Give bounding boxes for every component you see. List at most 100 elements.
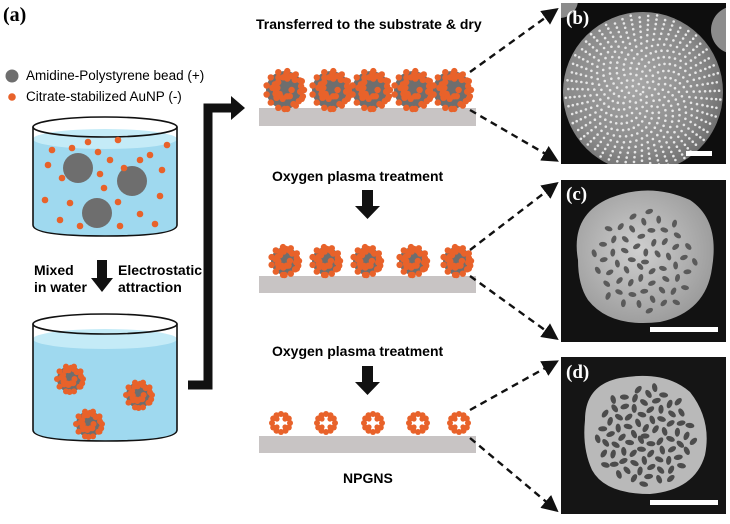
gold-nanoparticle <box>458 76 465 84</box>
gold-nanoparticle <box>404 252 412 259</box>
gold-nanoparticle <box>366 416 372 422</box>
gold-nanoparticle <box>314 420 320 426</box>
gold-nanoparticle <box>136 156 144 164</box>
gold-nanoparticle <box>99 421 105 427</box>
gold-nanoparticle <box>96 413 103 420</box>
gold-nanoparticle <box>415 429 421 435</box>
gold-nanoparticle <box>149 392 155 398</box>
gold-nanoparticle <box>292 71 299 78</box>
gold-nanoparticle <box>58 174 66 182</box>
gold-nanoparticle <box>391 91 398 98</box>
gold-nanoparticle <box>386 86 394 94</box>
gold-nanoparticle <box>272 247 279 254</box>
gold-nanoparticle <box>423 257 431 265</box>
plasma-step-label-2: Oxygen plasma treatment <box>272 343 444 359</box>
attraction-label-line2: attraction <box>118 279 182 295</box>
gold-nanoparticle <box>365 262 372 269</box>
gold-nanoparticle <box>263 91 270 98</box>
gold-nanoparticle <box>84 138 92 146</box>
gold-nanoparticle <box>66 199 74 207</box>
gold-nanoparticle <box>448 252 456 259</box>
gold-nanoparticle <box>323 429 329 435</box>
gold-nanoparticle <box>282 416 288 422</box>
gold-nanoparticle <box>283 262 290 269</box>
gold-nanoparticle <box>430 91 437 98</box>
gold-nanoparticle <box>465 265 472 272</box>
gold-nanoparticle <box>415 270 422 277</box>
gold-nanoparticle <box>451 105 458 113</box>
partially-etched-beads <box>268 243 475 279</box>
sem-label-c: (c) <box>566 184 588 205</box>
gold-nanoparticle <box>444 268 451 275</box>
gold-nanoparticle <box>361 79 368 86</box>
gold-nanoparticle <box>465 95 472 103</box>
gold-nanoparticle <box>328 270 335 277</box>
scale-bar-d <box>650 500 718 505</box>
gold-nanoparticle <box>451 271 459 279</box>
gold-nanoparticle <box>274 416 280 422</box>
gold-nanoparticle <box>309 253 316 261</box>
mix-label-line1: Mixed <box>34 262 74 278</box>
gold-nanoparticle <box>403 258 410 265</box>
gold-nanoparticle <box>406 420 412 426</box>
gold-nanoparticle <box>268 261 275 269</box>
gold-nanoparticle <box>451 67 458 75</box>
gold-nanoparticle <box>80 376 86 382</box>
gold-nanoparticle <box>375 265 382 272</box>
gold-nanoparticle <box>82 433 88 440</box>
gold-nanoparticle <box>309 261 316 269</box>
gold-nanoparticle <box>274 424 280 430</box>
gold-nanoparticle <box>361 243 369 251</box>
gold-nanoparticle <box>320 271 328 279</box>
gold-nanoparticle <box>442 79 449 86</box>
gold-nanoparticle <box>450 262 457 269</box>
gold-nanoparticle <box>79 421 86 428</box>
legend-aunp-icon <box>8 93 16 101</box>
gold-nanoparticle <box>75 413 82 420</box>
gold-nanoparticle <box>321 74 328 81</box>
gold-nanoparticle <box>48 146 56 154</box>
gold-nanoparticle <box>94 148 102 156</box>
gold-nanoparticle <box>63 363 69 370</box>
gold-nanoparticle <box>384 95 391 103</box>
plasma-step-label-1: Oxygen plasma treatment <box>272 168 444 184</box>
gold-nanoparticle <box>434 99 441 106</box>
gold-nanoparticle <box>320 243 328 251</box>
gold-nanoparticle <box>279 243 287 251</box>
gold-nanoparticle <box>328 245 335 252</box>
process-flow-arrow <box>188 103 233 390</box>
gold-nanoparticle <box>378 102 385 109</box>
gold-nanoparticle <box>330 250 337 257</box>
gold-nanoparticle <box>330 75 337 82</box>
gold-nanoparticle <box>300 86 308 94</box>
gold-nanoparticle <box>361 69 368 76</box>
gold-nanoparticle <box>370 411 376 417</box>
gold-nanoparticle <box>133 396 139 403</box>
gold-nanoparticle <box>344 95 351 103</box>
gold-nanoparticle <box>419 76 426 84</box>
gold-nanoparticle <box>444 247 451 254</box>
gold-nanoparticle <box>60 376 67 383</box>
gold-nanoparticle <box>455 262 462 269</box>
gold-nanoparticle <box>136 210 144 218</box>
gold-nanoparticle <box>459 245 466 252</box>
gold-nanoparticle <box>77 368 84 375</box>
gold-nanoparticle <box>451 75 458 82</box>
gold-nanoparticle <box>424 420 430 426</box>
gold-nanoparticle <box>402 84 409 92</box>
gold-nanoparticle <box>459 270 466 277</box>
gold-nanoparticle <box>354 247 361 254</box>
gold-nanoparticle <box>313 268 320 275</box>
gold-nanoparticle <box>338 102 345 109</box>
polystyrene-bead <box>117 166 147 196</box>
gold-nanoparticle <box>334 265 341 272</box>
gold-nanoparticle <box>369 245 376 252</box>
gold-nanoparticle <box>274 84 281 92</box>
gold-nanoparticle <box>374 86 381 94</box>
gold-nanoparticle <box>275 79 282 86</box>
gold-nanoparticle <box>361 420 367 426</box>
gold-nanoparticle <box>330 67 337 75</box>
gold-nanoparticle <box>100 184 108 192</box>
gold-nanoparticle <box>68 144 76 152</box>
process-flow-arrowhead <box>231 96 245 120</box>
